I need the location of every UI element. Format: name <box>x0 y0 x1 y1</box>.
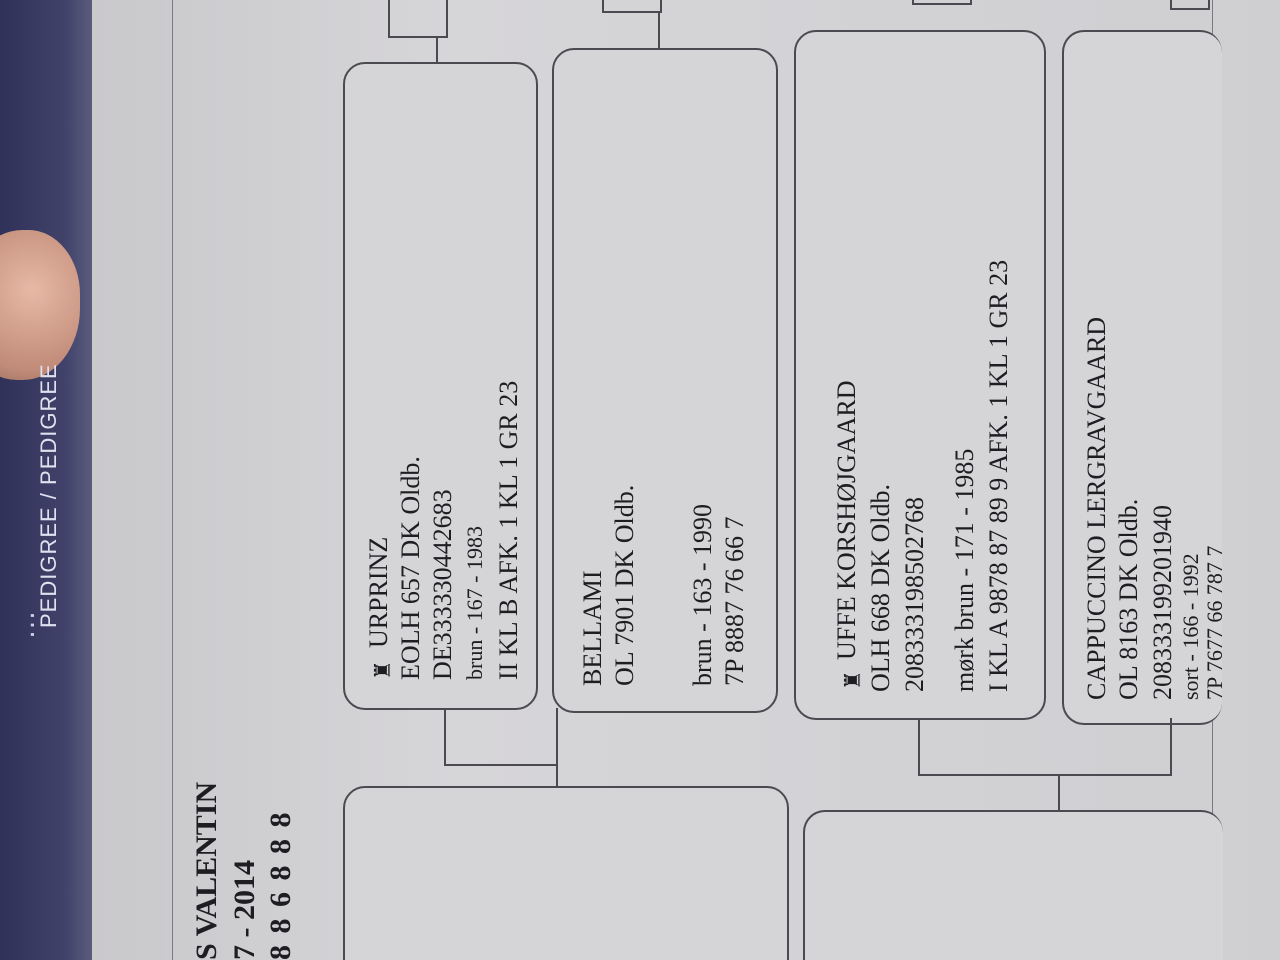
cover-subtitle: PEDIGREE / PEDIGREE <box>36 363 61 628</box>
cappuccino-id: 208333199201940 <box>1148 505 1177 700</box>
connector-stem-1 <box>436 37 438 79</box>
bellami-color-line: brun - 163 - 1990 <box>688 504 717 686</box>
uffe-color-line: mørk brun - 171 - 1985 <box>950 448 979 692</box>
cappuccino-name: CAPPUCCINO LERGRAVGAARD <box>1082 316 1111 700</box>
horse-code: 8 8 6 8 8 8 <box>264 810 297 960</box>
bellami-name: BELLAMI <box>578 570 607 686</box>
uffe-id: 208333198502768 <box>900 497 929 692</box>
connector-top-4 <box>1170 0 1210 10</box>
connector-top-1 <box>388 0 448 38</box>
page-margin-line <box>172 0 173 960</box>
cappuccino-reg: OL 8163 DK Oldb. <box>1114 498 1143 700</box>
pedigree-box-cappuccino <box>1062 30 1222 725</box>
pedigree-box-bellami <box>552 48 778 713</box>
uffe-name: UFFE KORSHØJGAARD <box>832 380 861 660</box>
pedigree-box-urprinz <box>343 62 538 710</box>
connector-mid-left-stem <box>556 764 558 790</box>
urprinz-name: URPRINZ <box>364 536 393 648</box>
horse-name: S VALENTIN <box>190 781 223 960</box>
uffe-reg: OLH 668 DK Oldb. <box>866 484 895 692</box>
pedigree-box-lower-1 <box>343 786 789 960</box>
urprinz-color-line: brun - 167 - 1983 <box>462 526 487 680</box>
uffe-class-line: I KL A 9878 87 89 9 AFK. 1 KL 1 GR 23 <box>984 259 1013 692</box>
cappuccino-code-line: 7P 7677 66 787 7 <box>1202 545 1227 700</box>
connector-top-2 <box>602 0 662 13</box>
urprinz-id: DE333330442683 <box>428 489 457 680</box>
booklet-cover <box>0 0 92 960</box>
pedigree-box-lower-2 <box>803 810 1223 960</box>
bellami-code-line: 7P 8887 76 66 7 <box>720 516 749 687</box>
urprinz-mark: ♜ <box>370 660 395 680</box>
horse-years: 7 - 2014 <box>228 860 261 960</box>
connector-top-3 <box>912 0 972 5</box>
connector-stem-2 <box>658 12 660 52</box>
connector-mid-right <box>918 718 1172 776</box>
urprinz-class-line: II KL B AFK. 1 KL 1 GR 23 <box>494 380 523 680</box>
bellami-reg: OL 7901 DK Oldb. <box>610 484 639 686</box>
pedigree-box-uffe <box>794 30 1046 720</box>
uffe-mark: ♜ <box>840 670 865 690</box>
connector-mid-right-stem <box>1058 776 1060 812</box>
urprinz-reg: EOLH 657 DK Oldb. <box>396 456 425 680</box>
connector-mid-left <box>444 708 558 766</box>
cappuccino-color-line: sort - 166 - 1992 <box>1178 553 1203 700</box>
